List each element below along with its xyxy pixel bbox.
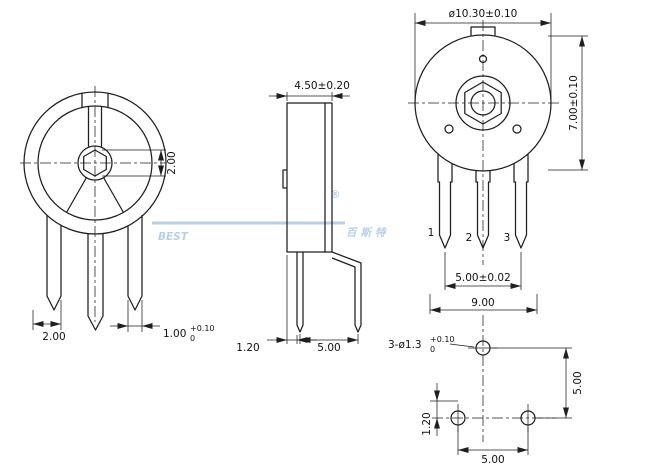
footprint-hole-cross-ticks	[457, 347, 529, 432]
side-spacing-dim-label: 5.00	[317, 342, 340, 354]
rear-pin-1	[437, 154, 453, 249]
rear-rivet-hole-left	[444, 124, 454, 134]
watermark-cjk: 百斯特	[346, 226, 390, 239]
watermark: BEST ® 百斯特	[152, 189, 390, 243]
side-thickness-dim-label: 4.50±0.20	[294, 80, 350, 92]
side-thickness-extension-lines	[286, 92, 333, 101]
front-pinwidth-tol-upper: +0.10	[190, 324, 215, 333]
front-pin-1	[46, 215, 62, 311]
front-slot-lines	[87, 107, 103, 147]
front-index-tab	[81, 93, 109, 108]
rear-view: 1 2 3 ø10.30±0.10 7.00±0.10 5.00±0.02 9.…	[408, 8, 588, 442]
rear-pitch-extension-lines	[444, 252, 522, 290]
side-pin-bent	[331, 251, 362, 333]
rear-height-dim-label: 7.00±0.10	[568, 75, 580, 131]
side-view: 4.50±0.20 1.20 5.00	[236, 80, 362, 354]
rear-rivet-hole-right	[512, 124, 522, 134]
registered-mark: ®	[330, 189, 341, 201]
front-hex-dim-label: 2.00	[166, 151, 178, 174]
front-pinwidth-extension-lines	[127, 300, 143, 332]
front-offset-dim-label: 2.00	[42, 331, 65, 343]
rear-pin-3	[513, 154, 529, 249]
footprint-hole-tol-upper: +0.10	[430, 335, 455, 344]
front-pinwidth-dim-label: 1.00	[163, 328, 186, 340]
front-pinwidth-tol-lower: 0	[190, 334, 195, 343]
rear-diameter-dim-label: ø10.30±0.10	[449, 8, 518, 20]
footprint-pitch-extension-lines	[457, 427, 529, 455]
rear-pin-label-3: 3	[504, 232, 511, 244]
front-hex-extension-lines	[102, 149, 166, 177]
rear-overall-dim-label: 9.00	[471, 297, 494, 309]
footprint-view: 3-ø1.3 +0.10 0 5.00 5.00 1.20	[388, 335, 584, 466]
footprint-offset-extension-lines	[430, 400, 458, 418]
watermark-brand: BEST	[158, 231, 189, 243]
front-view: 2.00 2.00 1.00 +0.10 0	[20, 86, 215, 343]
footprint-hole-callout: 3-ø1.3	[388, 339, 422, 351]
front-rotor-radial-lines	[65, 177, 125, 213]
rear-pitch-dim-label: 5.00±0.02	[455, 272, 511, 284]
rear-pin-label-1: 1	[428, 227, 435, 239]
footprint-rowspacing-extension-lines	[492, 347, 572, 419]
side-body-lug	[282, 169, 287, 189]
front-pin-3	[127, 215, 143, 311]
footprint-offset-dim-label: 1.20	[421, 412, 433, 435]
side-offset-extension-lines	[286, 255, 298, 344]
rear-pin-label-2: 2	[466, 232, 473, 244]
rear-diameter-extension-lines	[414, 13, 552, 100]
footprint-hole-tol-lower: 0	[430, 345, 435, 354]
side-pin-front	[296, 252, 304, 333]
footprint-callout-leader	[449, 343, 475, 348]
footprint-rowspacing-dim-label: 5.00	[572, 371, 584, 394]
footprint-pitch-dim-label: 5.00	[481, 454, 504, 466]
front-pin-2	[87, 233, 104, 331]
side-offset-dim-label: 1.20	[236, 342, 259, 354]
